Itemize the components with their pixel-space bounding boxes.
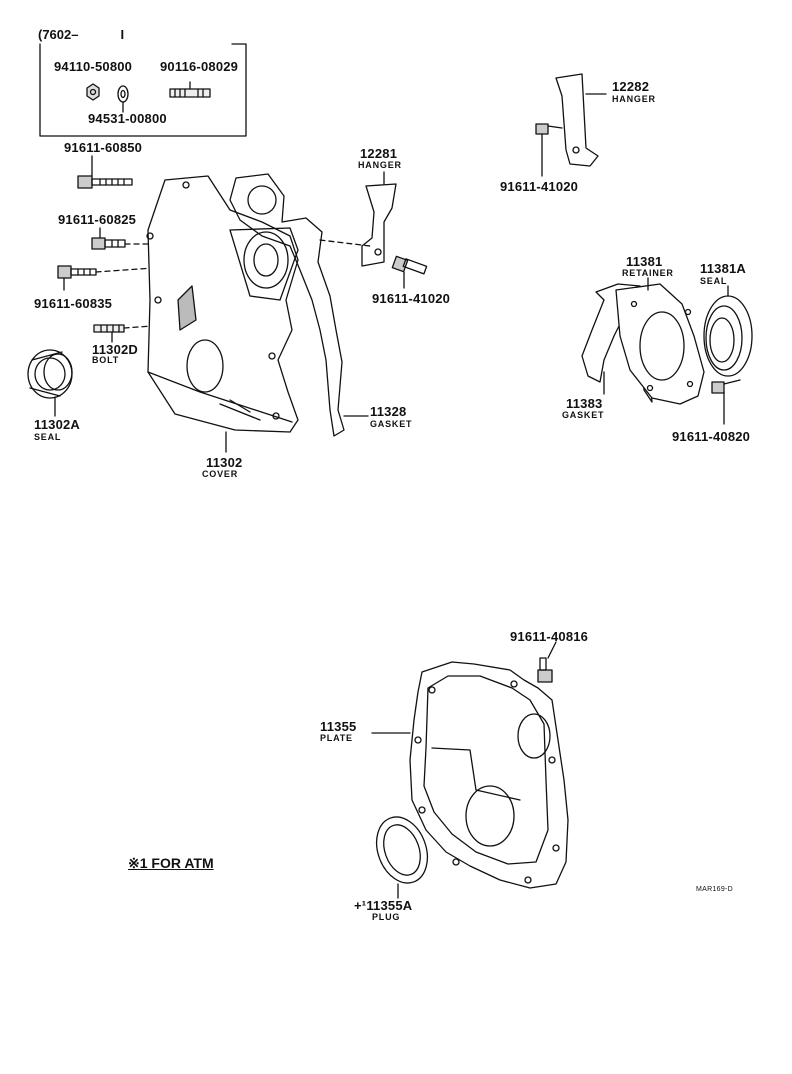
gasket-11328-label: 11328 [370, 404, 407, 419]
retainer-11381-label: 11381 [626, 254, 663, 269]
bolt-41020-lower-label: 91611-41020 [372, 291, 451, 306]
bolt-60825-icon [91, 227, 231, 250]
bolt-60850-label: 91611-60850 [64, 140, 143, 155]
bolt-60835-label: 91611-60835 [34, 296, 113, 311]
cover-11302-name: COVER [202, 469, 239, 479]
atm-note: ※1 FOR ATM [128, 855, 214, 871]
nut-94110-label: 94110-50800 [54, 59, 133, 74]
gasket-11328-name: GASKET [370, 419, 413, 429]
retainer-11381-name: RETAINER [622, 268, 674, 278]
seal-11381a-icon [703, 285, 753, 377]
seal-11302a-name: SEAL [34, 432, 62, 442]
plug-11355a-name: PLUG [372, 912, 401, 922]
serial-range-label: (7602– I [38, 28, 124, 41]
stud-90116-label: 90116-08029 [160, 59, 239, 74]
plug-11355a-icon [375, 816, 429, 899]
seal-11381a-name: SEAL [700, 276, 728, 286]
plate-11355-shape [371, 661, 569, 889]
bolt-40820-icon [711, 379, 741, 425]
hanger-12281-shape [319, 171, 397, 267]
plate-11355-label: 11355 [320, 719, 357, 734]
seal-11381a-label: 11381A [700, 261, 747, 276]
bolt-11302d-name: BOLT [92, 355, 120, 365]
seal-11302a-icon [27, 349, 73, 417]
hanger-12282-shape [555, 73, 607, 167]
seal-11302a-label: 11302A [34, 417, 81, 432]
bolt-41020-lower-icon [391, 255, 428, 289]
timing-cover-11302-shape [146, 175, 299, 453]
gasket-11328-shape [229, 173, 369, 437]
cover-11302-label: 11302 [206, 455, 243, 470]
bolt-41020-upper-icon [535, 123, 563, 177]
bolt-60850-icon [77, 155, 133, 189]
gasket-11383-label: 11383 [566, 396, 603, 411]
bolt-11302d-label: 11302D [92, 342, 139, 357]
bolt-40820-label: 91611-40820 [672, 429, 751, 444]
bolt-40816-label: 91611-40816 [510, 629, 589, 644]
hanger-12281-label: 12281 [360, 146, 398, 161]
figure-code: MAR169-D [696, 886, 734, 893]
bolt-40816-icon [537, 641, 557, 683]
nut-94110-icon [86, 83, 100, 101]
bolt-41020-upper-label: 91611-41020 [500, 179, 579, 194]
bolt-60825-label: 91611-60825 [58, 212, 137, 227]
serial-range-start: (7602– [38, 27, 79, 42]
hanger-12282-name: HANGER [612, 94, 656, 104]
hanger-12281-name: HANGER [358, 160, 402, 170]
hanger-12282-label: 12282 [612, 79, 650, 94]
gasket-11383-name: GASKET [562, 410, 605, 420]
retainer-11381-shape [615, 277, 705, 405]
plug-11355a-label: +¹11355A [354, 898, 413, 913]
stud-90116-icon [169, 81, 211, 98]
washer-94531-label: 94531-00800 [88, 111, 167, 126]
kit-bracket [39, 43, 247, 137]
serial-range-end: I [120, 27, 125, 42]
plate-11355-name: PLATE [320, 733, 353, 743]
washer-94531-icon [117, 85, 129, 113]
